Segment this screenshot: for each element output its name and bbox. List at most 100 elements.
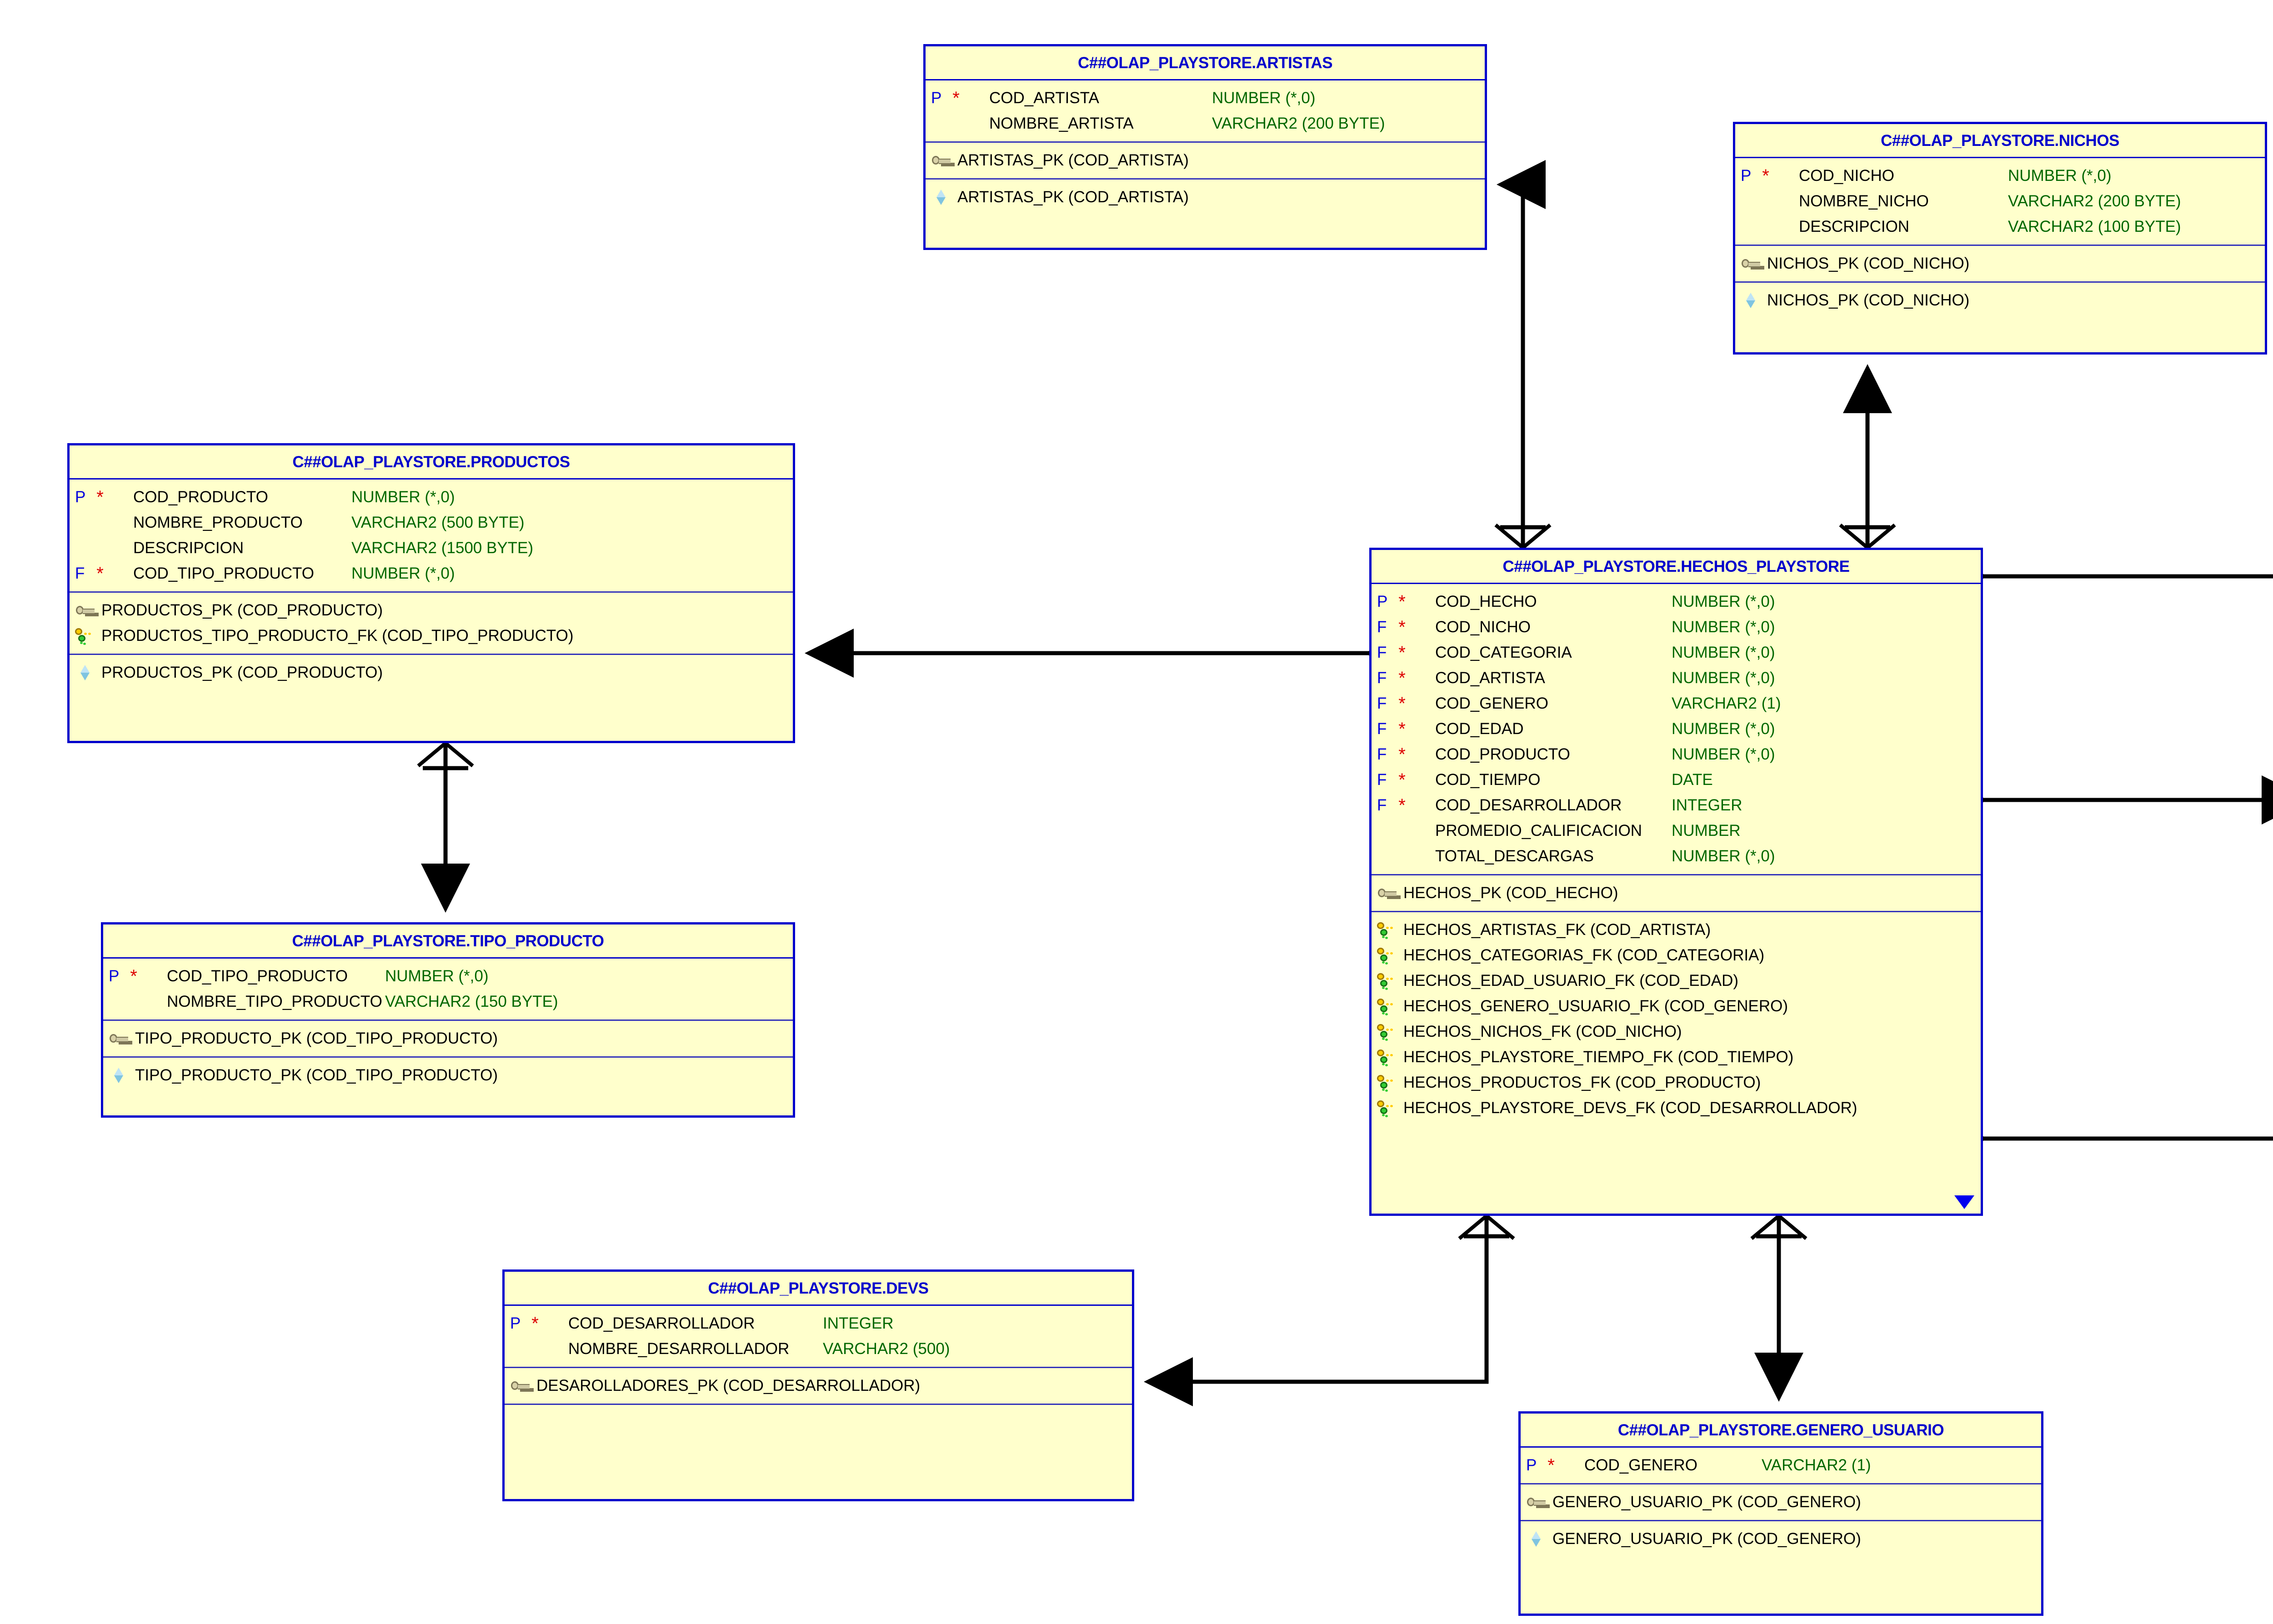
- attribute-key-marker: F: [1377, 618, 1387, 636]
- attribute-row[interactable]: NOMBRE_PRODUCTO VARCHAR2 (500 BYTE): [70, 510, 793, 535]
- key-row[interactable]: ARTISTAS_PK (COD_ARTISTA): [926, 148, 1485, 173]
- index-section: NICHOS_PK (COD_NICHO): [1735, 283, 2265, 318]
- key-section: PRODUCTOS_PK (COD_PRODUCTO)PRODUCTOS_TIP…: [70, 593, 793, 655]
- attribute-key-marker: P: [1741, 167, 1752, 185]
- attribute-required-marker: *: [1398, 770, 1406, 790]
- attribute-name: NOMBRE_PRODUCTO: [133, 514, 303, 531]
- attribute-datatype: VARCHAR2 (500 BYTE): [351, 514, 525, 531]
- attribute-required-marker: *: [1398, 694, 1406, 714]
- fk-key-icon: [1377, 1024, 1398, 1039]
- attribute-datatype: INTEGER: [823, 1314, 894, 1332]
- scroll-down-indicator[interactable]: [1954, 1195, 1974, 1209]
- key-row[interactable]: HECHOS_PK (COD_HECHO): [1372, 880, 1981, 906]
- foreign-key-label: HECHOS_EDAD_USUARIO_FK (COD_EDAD): [1403, 972, 1739, 989]
- attribute-required-marker: *: [1398, 592, 1406, 612]
- attribute-datatype: NUMBER: [1672, 822, 1741, 839]
- index-row[interactable]: TIPO_PRODUCTO_PK (COD_TIPO_PRODUCTO): [103, 1063, 793, 1088]
- relationship-hechos-categorias: [1959, 775, 2273, 825]
- foreign-key-label: HECHOS_PLAYSTORE_DEVS_FK (COD_DESARROLLA…: [1403, 1099, 1857, 1117]
- foreign-key-row[interactable]: HECHOS_PRODUCTOS_FK (COD_PRODUCTO): [1372, 1070, 1981, 1095]
- foreign-key-row[interactable]: HECHOS_NICHOS_FK (COD_NICHO): [1372, 1019, 1981, 1044]
- key-label: TIPO_PRODUCTO_PK (COD_TIPO_PRODUCTO): [135, 1029, 498, 1047]
- attribute-key-marker: P: [931, 89, 942, 107]
- foreign-key-row[interactable]: HECHOS_GENERO_USUARIO_FK (COD_GENERO): [1372, 994, 1981, 1019]
- key-row[interactable]: TIPO_PRODUCTO_PK (COD_TIPO_PRODUCTO): [103, 1026, 793, 1051]
- attribute-datatype: NUMBER (*,0): [385, 967, 489, 985]
- key-section: TIPO_PRODUCTO_PK (COD_TIPO_PRODUCTO): [103, 1021, 793, 1058]
- attribute-datatype: NUMBER (*,0): [1672, 720, 1775, 738]
- foreign-key-row[interactable]: HECHOS_ARTISTAS_FK (COD_ARTISTA): [1372, 917, 1981, 943]
- index-row[interactable]: NICHOS_PK (COD_NICHO): [1735, 288, 2265, 313]
- attribute-name: COD_ARTISTA: [989, 89, 1099, 107]
- attribute-datatype: NUMBER (*,0): [1672, 644, 1775, 661]
- unique-index-icon: [75, 665, 96, 680]
- attribute-datatype: VARCHAR2 (1): [1672, 695, 1781, 712]
- foreign-key-row[interactable]: HECHOS_PLAYSTORE_DEVS_FK (COD_DESARROLLA…: [1372, 1095, 1981, 1121]
- key-row[interactable]: DESAROLLADORES_PK (COD_DESARROLLADOR): [505, 1373, 1132, 1399]
- index-row[interactable]: ARTISTAS_PK (COD_ARTISTA): [926, 185, 1485, 210]
- attribute-required-marker: *: [1398, 795, 1406, 815]
- key-row[interactable]: PRODUCTOS_PK (COD_PRODUCTO): [70, 598, 793, 623]
- foreign-key-row[interactable]: HECHOS_CATEGORIAS_FK (COD_CATEGORIA): [1372, 943, 1981, 968]
- attribute-datatype: VARCHAR2 (500): [823, 1340, 950, 1358]
- key-section: NICHOS_PK (COD_NICHO): [1735, 246, 2265, 283]
- index-section: GENERO_USUARIO_PK (COD_GENERO): [1521, 1521, 2041, 1557]
- pk-key-icon: [75, 603, 96, 618]
- index-row[interactable]: GENERO_USUARIO_PK (COD_GENERO): [1521, 1526, 2041, 1552]
- key-row[interactable]: GENERO_USUARIO_PK (COD_GENERO): [1521, 1489, 2041, 1515]
- attribute-required-marker: *: [1398, 668, 1406, 688]
- attribute-name: COD_HECHO: [1435, 593, 1537, 610]
- relationship-hechos-nichos: [1839, 364, 1896, 550]
- key-row[interactable]: PRODUCTOS_TIPO_PRODUCTO_FK (COD_TIPO_PRO…: [70, 623, 793, 649]
- attribute-datatype: VARCHAR2 (150 BYTE): [385, 993, 558, 1010]
- attribute-required-marker: *: [1398, 643, 1406, 663]
- foreign-key-row[interactable]: HECHOS_EDAD_USUARIO_FK (COD_EDAD): [1372, 968, 1981, 994]
- attribute-required-marker: *: [952, 88, 960, 108]
- index-label: TIPO_PRODUCTO_PK (COD_TIPO_PRODUCTO): [135, 1066, 498, 1084]
- foreign-key-row[interactable]: HECHOS_PLAYSTORE_TIEMPO_FK (COD_TIEMPO): [1372, 1044, 1981, 1070]
- key-section: DESAROLLADORES_PK (COD_DESARROLLADOR): [505, 1368, 1132, 1405]
- key-row[interactable]: NICHOS_PK (COD_NICHO): [1735, 251, 2265, 276]
- attribute-name: NOMBRE_TIPO_PRODUCTO: [167, 993, 382, 1010]
- index-row[interactable]: PRODUCTOS_PK (COD_PRODUCTO): [70, 660, 793, 685]
- pk-key-icon: [109, 1031, 130, 1046]
- key-label: ARTISTAS_PK (COD_ARTISTA): [957, 151, 1189, 169]
- key-section: ARTISTAS_PK (COD_ARTISTA): [926, 143, 1485, 180]
- index-label: PRODUCTOS_PK (COD_PRODUCTO): [101, 664, 383, 681]
- attribute-name: DESCRIPCION: [133, 539, 244, 557]
- attribute-key-marker: F: [1377, 644, 1387, 661]
